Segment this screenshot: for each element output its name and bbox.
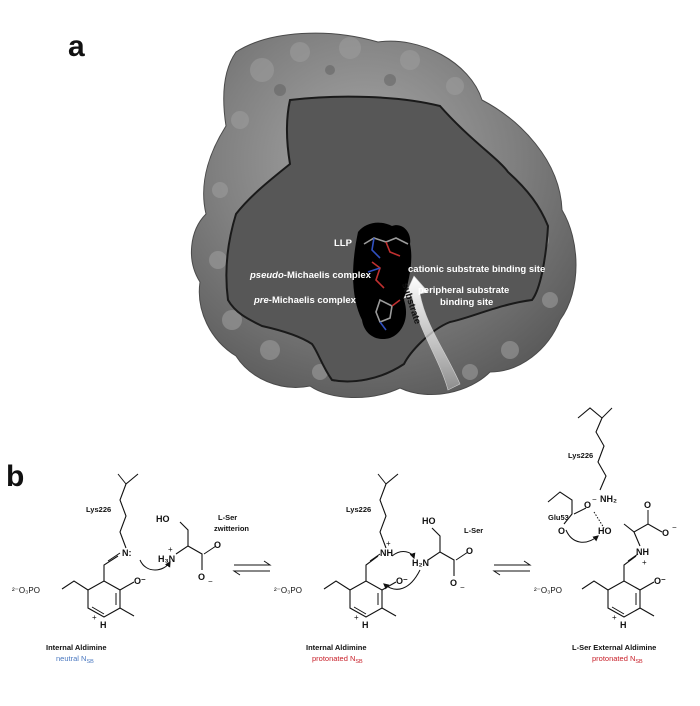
ser-hydroxyl: HO: [598, 526, 612, 536]
ser-hydroxyl: HO: [156, 514, 170, 524]
binding-pocket: [353, 222, 412, 340]
ser-amine: H₃N: [158, 554, 175, 564]
svg-text:+: +: [642, 558, 647, 567]
lys-label: Lys226: [86, 505, 111, 514]
phosphate-group: ²⁻O₃PO: [274, 586, 302, 595]
svg-text:−: −: [672, 523, 677, 532]
free-lys-chain: [577, 407, 607, 491]
panel-b: b ²⁻O₃PO O⁻ H + N: Lys226 H₃: [6, 407, 677, 665]
subcaption-2: protonated NSB: [312, 654, 363, 665]
ser-carbonyl-o: O: [466, 546, 473, 556]
phosphate-group: ²⁻O₃PO: [12, 586, 40, 595]
ligand-sticks: [363, 237, 409, 331]
lys-label: Lys226: [568, 451, 593, 460]
subcaption-1: neutral NSB: [56, 654, 94, 665]
pyridine-ring: [87, 580, 121, 618]
subcaption-3: protonated NSB: [592, 654, 643, 665]
substrate-arrow: [403, 275, 461, 391]
glu-oxygen: O: [558, 526, 565, 536]
lys-amine: NH₂: [600, 494, 617, 504]
svg-text:+: +: [168, 545, 173, 554]
label-pre-michaelis: pre-Michaelis complex: [253, 295, 357, 306]
lys-label: Lys226: [346, 505, 371, 514]
imine-nh: NH: [380, 548, 393, 558]
label-llp: LLP: [334, 238, 353, 249]
ser-name: L-Ser: [218, 513, 237, 522]
phenolate-oxygen: O⁻: [396, 576, 408, 586]
phenolate-oxygen: O⁻: [134, 576, 146, 586]
ring-nitrogen-h: H: [620, 620, 627, 630]
label-pseudo-michaelis: pseudo-Michaelis complex: [249, 270, 372, 281]
svg-text:−: −: [460, 583, 465, 592]
lys-chain: [379, 473, 399, 549]
label-peripheral-site-1: peripheral substrate: [418, 285, 509, 296]
ring-nitrogen-h: H: [362, 620, 369, 630]
phenolate-oxygen: O⁻: [654, 576, 666, 586]
panel-a: a: [68, 30, 577, 398]
ser-carboxylate-o: O: [662, 528, 669, 538]
ser-carboxylate-o: O: [198, 572, 205, 582]
ser-amine: H₂N: [412, 558, 429, 568]
ring-nitrogen-h: H: [100, 620, 107, 630]
phosphate-group: ²⁻O₃PO: [534, 586, 562, 595]
structure-external-aldimine: ²⁻O₃PO O⁻ H + NH + HO O O − Lys226 NH₂: [534, 407, 677, 665]
structure-internal-aldimine-neutral: ²⁻O₃PO O⁻ H + N: Lys226 H₃N + HO O: [12, 473, 249, 665]
caption-1: Internal Aldimine: [46, 643, 107, 652]
equilibrium-arrow-1: [232, 560, 272, 576]
glu-label: Glu53: [548, 513, 569, 522]
pyridine-ring: [349, 580, 383, 618]
ser-hydroxyl: HO: [422, 516, 436, 526]
svg-text:−: −: [592, 495, 597, 504]
ser-name: L-Ser: [464, 526, 483, 535]
label-cationic-site: cationic substrate binding site: [408, 264, 545, 275]
glu-chain: [547, 491, 573, 525]
imine-nitrogen: N:: [122, 548, 132, 558]
ring-n-plus: +: [354, 613, 359, 622]
equilibrium-arrow-2: [492, 560, 532, 576]
panel-letter-b: b: [6, 460, 24, 493]
ser-zwitterion: zwitterion: [214, 524, 249, 533]
pyridine-ring: [607, 580, 641, 618]
label-peripheral-site-2: binding site: [440, 297, 493, 308]
imine-nh: NH: [636, 547, 649, 557]
glu-oxygen-minus: O: [584, 500, 591, 510]
structure-internal-aldimine-protonated: ²⁻O₃PO O⁻ H + NH + Lys226 H₂N HO O O − L…: [274, 473, 483, 665]
ring-n-plus: +: [612, 613, 617, 622]
panel-letter-a: a: [68, 30, 85, 63]
svg-text:+: +: [386, 539, 391, 548]
ser-carbonyl-o: O: [644, 500, 651, 510]
caption-3: L-Ser External Aldimine: [572, 643, 656, 652]
h-bond: [593, 511, 605, 529]
ser-carbonyl-o: O: [214, 540, 221, 550]
lys-chain: [119, 473, 139, 549]
ser-carboxylate-o: O: [450, 578, 457, 588]
svg-text:−: −: [208, 577, 213, 586]
caption-2: Internal Aldimine: [306, 643, 367, 652]
ring-n-plus: +: [92, 613, 97, 622]
